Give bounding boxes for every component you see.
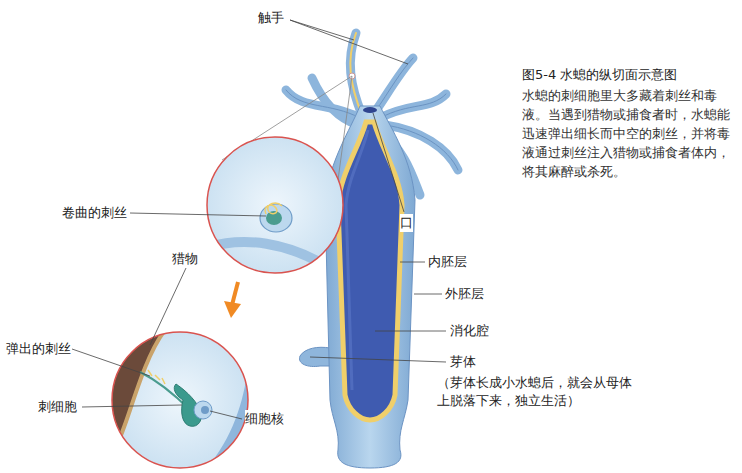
magnified-view-1 — [200, 130, 360, 290]
part-label: 芽体 — [450, 353, 476, 371]
part-label: 卷曲的刺丝 — [62, 204, 127, 222]
magnify-line — [338, 76, 352, 180]
cavity-shade — [346, 130, 368, 390]
magnify-circle — [207, 137, 343, 273]
note-text: （芽体长成小水螅后，就会从母体上脱落下来，独立生活） — [437, 374, 633, 410]
part-label: 猎物 — [172, 250, 198, 268]
part-label: 消化腔 — [450, 322, 489, 340]
part-label: 内胚层 — [428, 253, 467, 271]
part-label: 触手 — [258, 9, 284, 27]
digestive-cavity — [338, 122, 402, 420]
part-label: 刺细胞 — [38, 398, 77, 416]
magnify-circle — [112, 332, 248, 468]
orange-arrowhead — [224, 301, 241, 318]
part-label: 口 — [400, 214, 413, 232]
magnified-view-2 — [100, 330, 260, 470]
orange-arrow — [232, 282, 238, 305]
leader-lines — [72, 20, 446, 419]
hydra-body — [325, 106, 415, 468]
mouth — [363, 107, 377, 113]
figure-caption: 水螅的刺细胞里大多藏着刺丝和毒液。当遇到猎物或捕食者时，水螅能迅速弹出细长而中空… — [522, 86, 734, 181]
part-label: 弹出的刺丝 — [6, 340, 71, 358]
part-label: 外胚层 — [445, 285, 484, 303]
part-label: 细胞核 — [245, 410, 284, 428]
figure-title: 图5-4 水螅的纵切面示意图 — [522, 66, 677, 84]
